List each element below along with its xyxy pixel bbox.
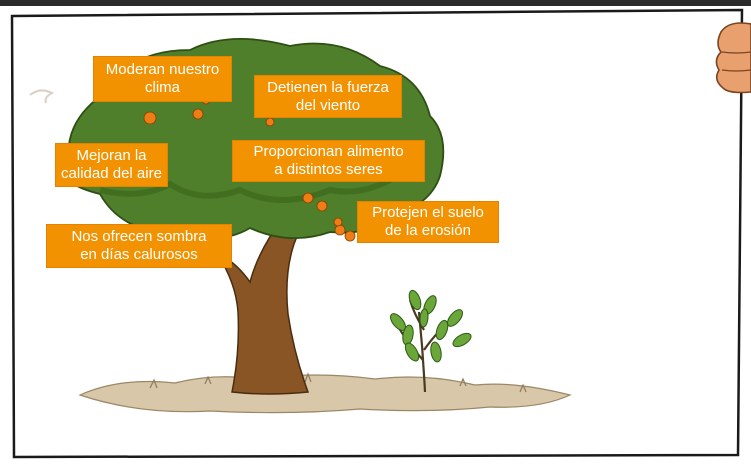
label-line: en días calurosos bbox=[80, 246, 198, 263]
fruit bbox=[143, 111, 157, 125]
fruit bbox=[192, 108, 204, 120]
fruit bbox=[334, 224, 346, 236]
fruit bbox=[265, 117, 275, 127]
label-protect-soil: Protejen el suelo de la erosión bbox=[357, 201, 499, 243]
label-moderate-climate: Moderan nuestro clima bbox=[93, 56, 232, 102]
tree-canopy-shade bbox=[99, 177, 392, 203]
label-improve-air: Mejoran la calidad del aire bbox=[55, 143, 168, 187]
label-line: a distintos seres bbox=[274, 161, 383, 178]
leaf bbox=[447, 309, 463, 327]
fruit bbox=[302, 192, 314, 204]
wisp-decoration bbox=[29, 89, 55, 104]
leaf bbox=[419, 308, 429, 328]
fruit bbox=[316, 200, 328, 212]
label-stop-wind: Detienen la fuerza del viento bbox=[254, 75, 402, 118]
label-line: Protejen el suelo bbox=[372, 204, 484, 221]
hand-illustration bbox=[715, 22, 751, 94]
label-line: Detienen la fuerza bbox=[267, 78, 389, 96]
finger-lines bbox=[721, 51, 751, 72]
ground-grass bbox=[149, 372, 527, 393]
fruit bbox=[333, 217, 343, 227]
label-line: Mejoran la bbox=[76, 147, 147, 164]
label-provide-shade: Nos ofrecen sombra en días calurosos bbox=[46, 224, 232, 268]
label-line: calidad del aire bbox=[61, 165, 162, 182]
leaf bbox=[430, 341, 442, 363]
hand bbox=[715, 22, 751, 94]
leaf bbox=[404, 342, 420, 362]
label-provide-food: Proporcionan alimento a distintos seres bbox=[232, 140, 425, 182]
sapling bbox=[390, 289, 472, 393]
top-edge-strip bbox=[0, 0, 751, 6]
label-line: Nos ofrecen sombra bbox=[71, 228, 207, 245]
sapling-leaves bbox=[390, 289, 472, 363]
leaf bbox=[408, 289, 422, 311]
leaf bbox=[452, 332, 472, 348]
ground-patch bbox=[78, 374, 572, 414]
label-line: Proporcionan alimento bbox=[253, 143, 404, 160]
label-line: del viento bbox=[295, 96, 361, 114]
label-line: clima bbox=[144, 79, 180, 96]
label-line: de la erosión bbox=[385, 222, 471, 239]
leaf bbox=[435, 319, 449, 341]
label-line: Moderan nuestro bbox=[105, 61, 220, 78]
fruit bbox=[344, 230, 356, 242]
